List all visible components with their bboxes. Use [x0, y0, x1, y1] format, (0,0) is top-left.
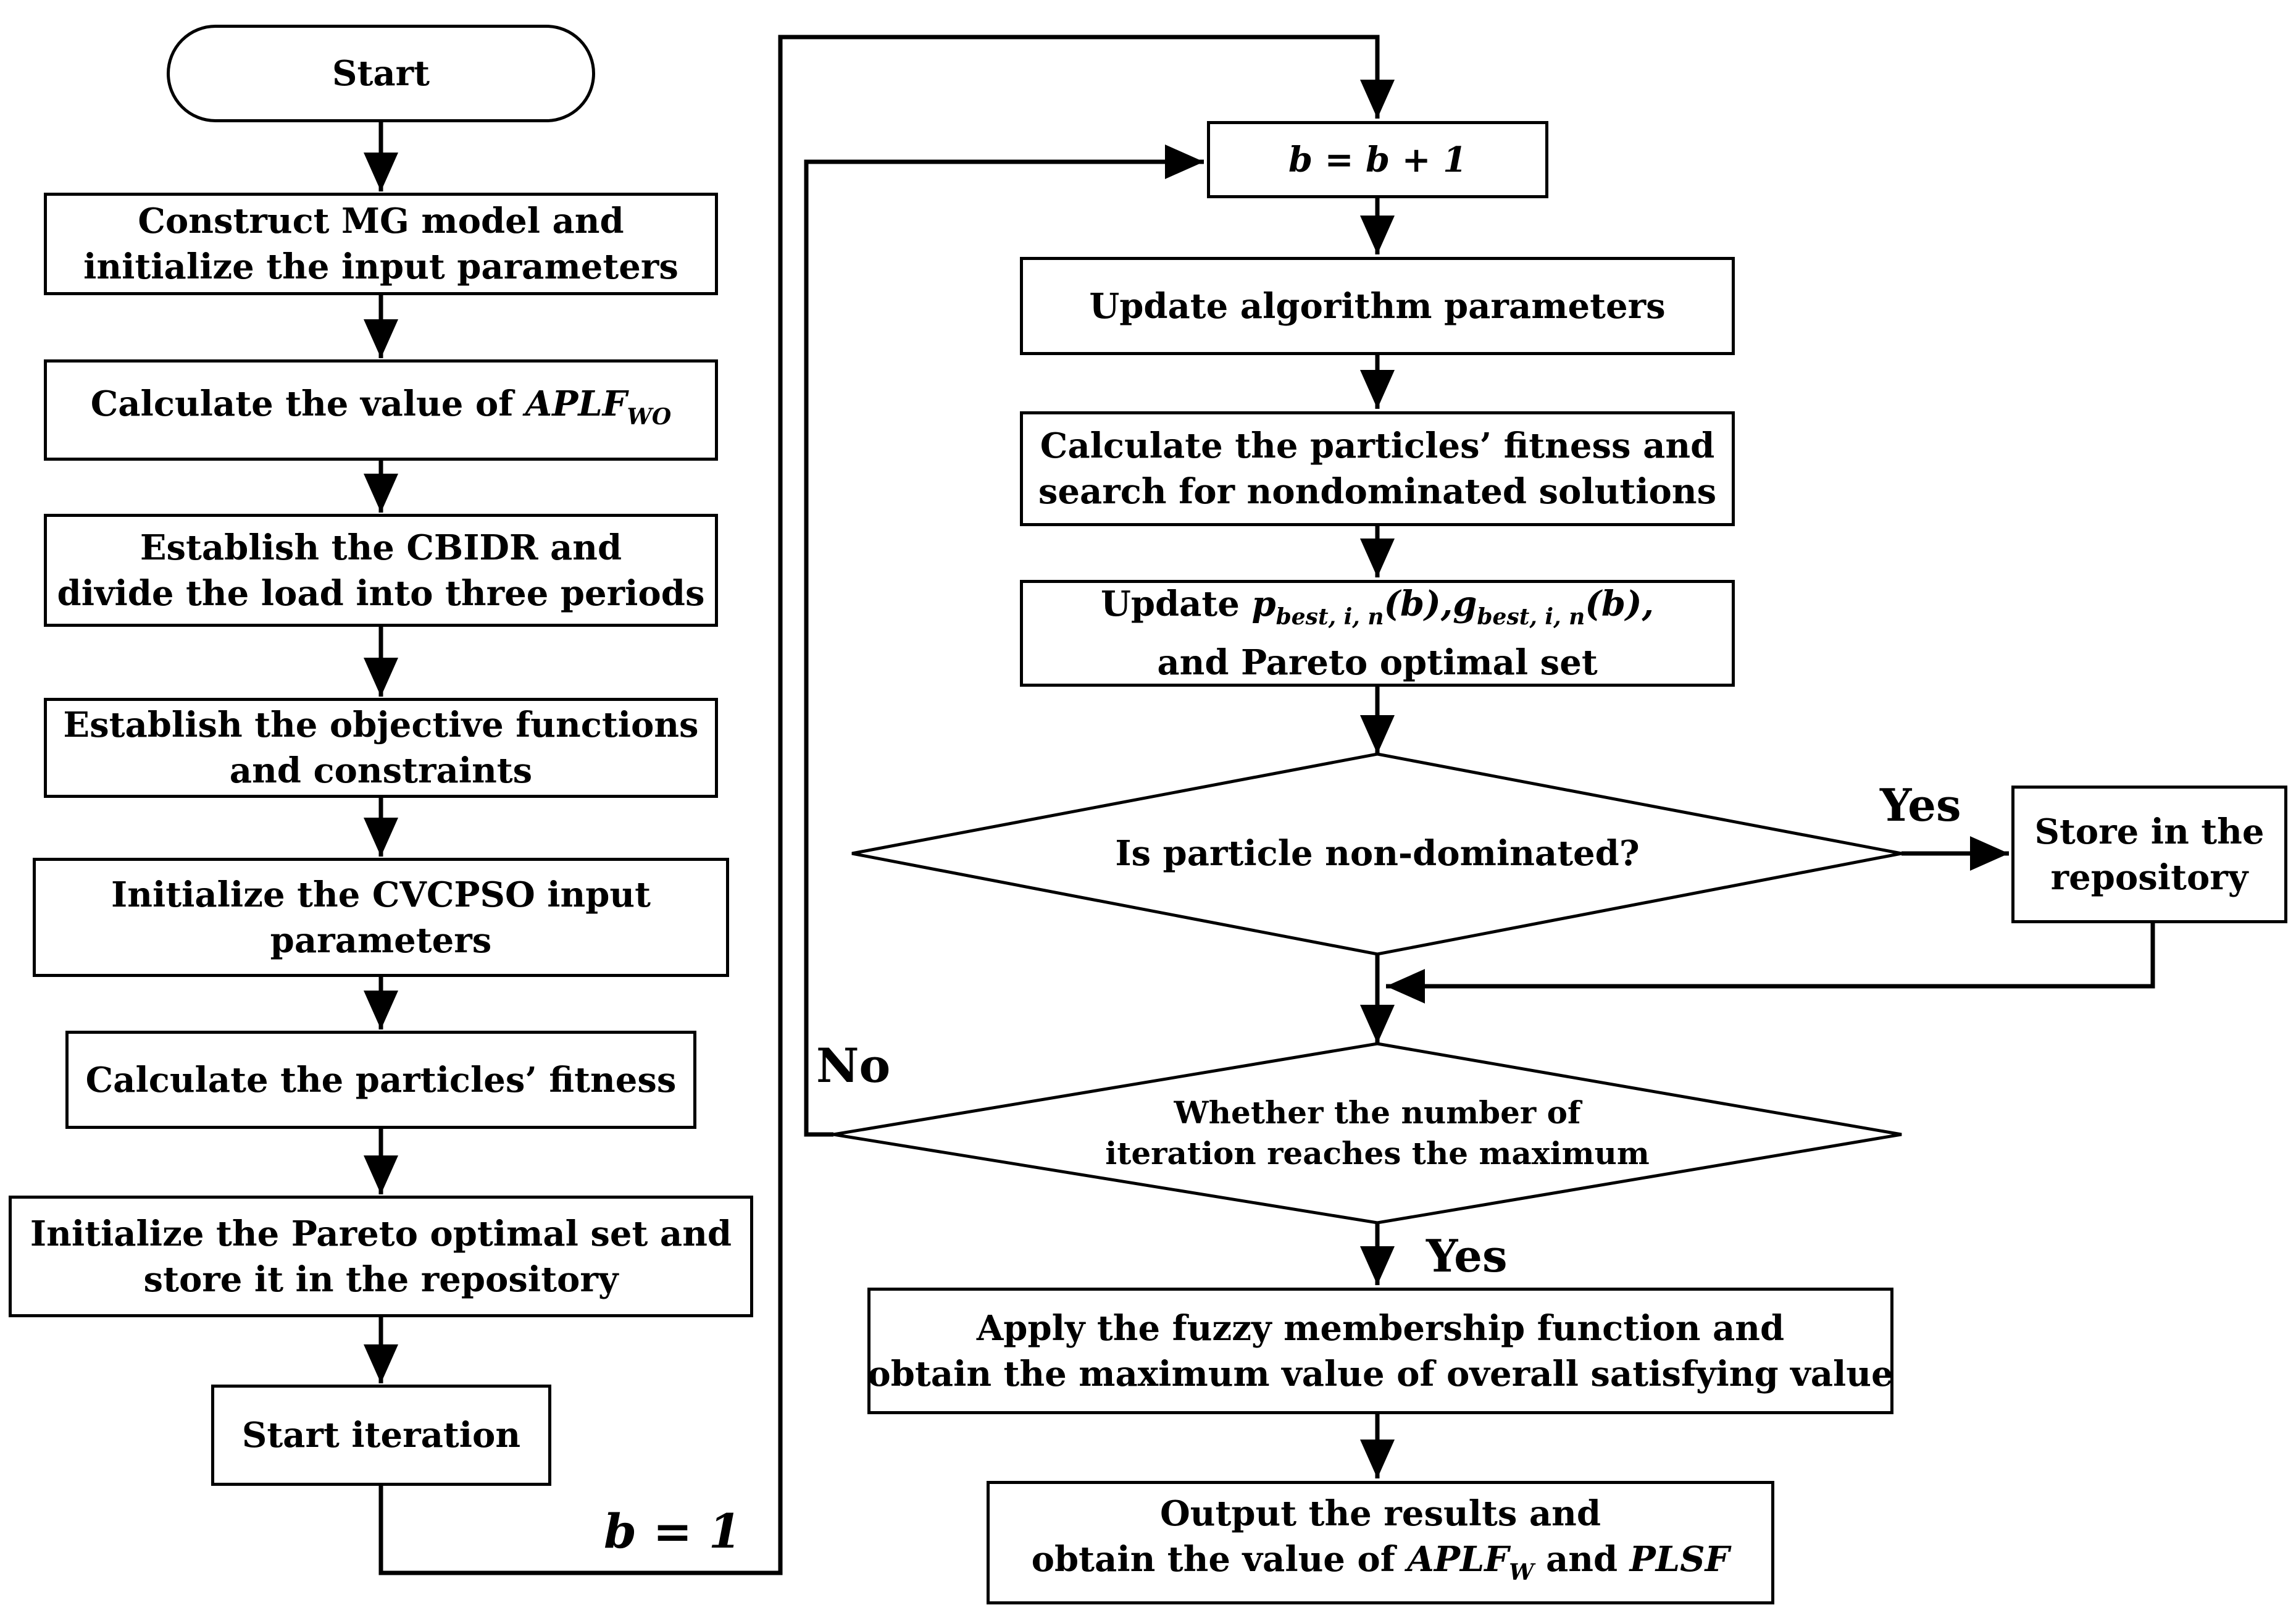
label-yes-continue: Yes: [1426, 1230, 1508, 1282]
p-subscript: best, i, n: [1275, 604, 1384, 630]
update-algorithm-label: Update algorithm parameters: [1089, 285, 1666, 327]
initialize-cvcpso-box: Initialize the CVCPSO input parameters: [33, 858, 729, 977]
decision-nondominated-text: Is particle non-dominated?: [1050, 816, 1705, 891]
decision2-line-2: iteration reaches the maximum: [1105, 1135, 1650, 1172]
start-label: Start: [332, 53, 430, 94]
label-b-equals-1: b = 1: [604, 1504, 741, 1559]
construct-line-1: Construct MG model and: [138, 201, 624, 241]
fuzzy-line-1: Apply the fuzzy membership function and: [976, 1307, 1785, 1349]
plsf-symbol: PLSF: [1629, 1538, 1730, 1580]
aplf-subscript-wo: WO: [627, 403, 672, 430]
b-increment-box: b = b + 1: [1207, 121, 1548, 198]
output-line-1: Output the results and: [1160, 1493, 1601, 1534]
output-line-2: obtain the value of APLFW and PLSF: [1032, 1536, 1730, 1595]
update-pbest-gbest-box: Update pbest, i, n(b),gbest, i, n(b), an…: [1020, 580, 1735, 687]
construct-mg-model-box: Construct MG model and initialize the in…: [44, 193, 718, 295]
objective-line-1: Establish the objective functions: [63, 705, 699, 745]
calc-aplf-prefix: Calculate the value of: [90, 383, 525, 424]
store-line-2: repository: [2050, 857, 2248, 898]
cbidr-line-2: divide the load into three periods: [57, 572, 705, 614]
output-results-box: Output the results and obtain the value …: [987, 1481, 1774, 1604]
establish-cbidr-box: Establish the CBIDR and divide the load …: [44, 514, 718, 627]
label-yes-store: Yes: [1880, 779, 1961, 831]
p-symbol: p: [1251, 584, 1276, 624]
decision1-label: Is particle non-dominated?: [1115, 833, 1640, 874]
cvcpso-line-1: Initialize the CVCPSO input: [111, 874, 651, 915]
objective-functions-box: Establish the objective functions and co…: [44, 698, 718, 798]
fuzzy-line-2: obtain the maximum value of overall sati…: [867, 1353, 1893, 1394]
aplf-w-symbol: APLF: [1407, 1538, 1509, 1580]
pareto-line-1: Initialize the Pareto optimal set and: [30, 1213, 732, 1254]
g-subscript: best, i, n: [1477, 604, 1585, 630]
update-word: Update: [1101, 584, 1252, 624]
update-best-line-2: and Pareto optimal set: [1157, 642, 1598, 683]
b-increment-label: b = b + 1: [1288, 139, 1467, 180]
calculate-aplf-wo-box: Calculate the value of APLFWO: [44, 359, 718, 461]
objective-line-2: and constraints: [229, 750, 533, 791]
label-no-loop: No: [816, 1038, 891, 1093]
cbidr-line-1: Establish the CBIDR and: [140, 527, 622, 568]
connector-no-loop: [804, 145, 1204, 1137]
update-best-line-1: Update pbest, i, n(b),gbest, i, n(b),: [1101, 581, 1654, 640]
aplf-symbol: APLF: [525, 383, 627, 424]
connector-store-return: [1386, 923, 2155, 1004]
initialize-pareto-box: Initialize the Pareto optimal set and st…: [9, 1196, 753, 1317]
store-line-1: Store in the: [2034, 811, 2265, 852]
p-argument: (b),: [1384, 584, 1453, 624]
calc-fitness-label: Calculate the particles’ fitness: [85, 1059, 677, 1100]
update-algorithm-box: Update algorithm parameters: [1020, 257, 1735, 355]
aplf-w-subscript: W: [1509, 1559, 1534, 1585]
start-iteration-box: Start iteration: [211, 1385, 551, 1486]
fitness2-line-2: search for nondominated solutions: [1038, 471, 1717, 512]
calculate-aplf-wo-label: Calculate the value of APLFWO: [91, 381, 672, 440]
decision-diamond-nondominated: [851, 752, 1902, 956]
output-prefix: obtain the value of: [1031, 1538, 1408, 1580]
calculate-fitness-nondominated-box: Calculate the particles’ fitness and sea…: [1020, 411, 1735, 526]
connector-iteration-to-loop: [378, 35, 1395, 1575]
store-repository-box: Store in the repository: [2011, 786, 2287, 923]
start-terminal: Start: [167, 25, 595, 122]
cvcpso-line-2: parameters: [270, 920, 492, 961]
g-symbol: g: [1453, 584, 1477, 624]
calculate-fitness-box: Calculate the particles’ fitness: [65, 1031, 696, 1129]
fitness2-line-1: Calculate the particles’ fitness and: [1040, 425, 1715, 466]
g-argument: (b),: [1585, 584, 1654, 624]
pareto-line-2: store it in the repository: [143, 1259, 619, 1300]
decision-max-iteration-text: Whether the number of iteration reaches …: [1050, 1087, 1705, 1180]
start-iteration-label: Start iteration: [241, 1415, 521, 1456]
decision-diamond-max-iteration: [833, 1042, 1902, 1225]
output-and: and: [1534, 1538, 1630, 1580]
fuzzy-membership-box: Apply the fuzzy membership function and …: [867, 1288, 1893, 1414]
construct-line-2: initialize the input parameters: [83, 246, 678, 287]
decision2-line-1: Whether the number of: [1174, 1094, 1581, 1131]
